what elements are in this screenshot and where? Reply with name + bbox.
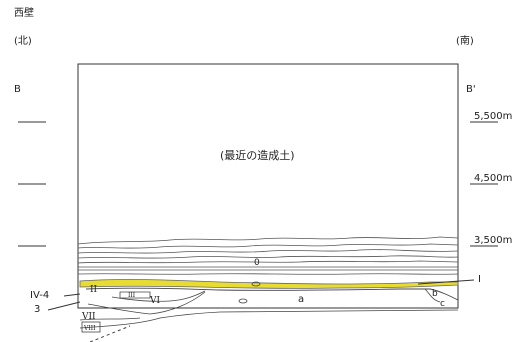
- layer-I-label: I: [478, 274, 481, 285]
- point-b-left: B: [14, 84, 21, 95]
- layer-VIII-label: VIII: [84, 325, 96, 332]
- stratum-line: [77, 243, 459, 249]
- leader-3: [47, 301, 81, 311]
- stone: [238, 298, 248, 304]
- layer-a-label: a: [298, 294, 305, 305]
- layer-III-lens: [119, 291, 151, 299]
- fill-soil-label: (最近の造成土): [220, 149, 295, 162]
- point-b-right: B': [466, 84, 476, 95]
- layer-II-label: II: [90, 285, 98, 295]
- scale-label-3500: 3,500m: [474, 235, 513, 246]
- layer-0-label: 0: [254, 258, 260, 268]
- south-label: (南): [456, 36, 474, 47]
- lower-boundary: [85, 287, 459, 301]
- north-label: (北): [14, 36, 32, 47]
- wall-label: 西壁: [14, 8, 34, 19]
- scale-label-5500: 5,500m: [474, 111, 513, 122]
- scale-label-4500: 4,500m: [474, 173, 513, 184]
- leader-I: [417, 279, 475, 285]
- layer-IV4-label: IV-4: [30, 290, 50, 301]
- layer-VIII-box: [81, 321, 101, 333]
- layer-b-label: b: [432, 289, 438, 299]
- layer-c-label: c: [440, 299, 445, 309]
- bottom-line: [79, 309, 459, 329]
- stratum-line: [77, 273, 459, 275]
- stratum-line: [77, 236, 459, 245]
- stratum-line: [77, 260, 459, 264]
- leader-IV4: [63, 293, 81, 297]
- stratum-line: [77, 255, 459, 259]
- layer-VII-boundary: [79, 317, 141, 321]
- section-frame: [77, 63, 459, 309]
- layer-VI-label: VI: [150, 296, 161, 306]
- layer-VII-label: VII: [82, 312, 96, 322]
- small-nodule: [251, 281, 261, 287]
- lower-cut: [87, 291, 206, 315]
- dashed-extension: [89, 325, 131, 342]
- stratum-line: [77, 249, 459, 254]
- layer-VI-cut: [111, 290, 206, 302]
- layer-3-label: 3: [34, 304, 41, 315]
- layer-III-label: III: [128, 292, 136, 299]
- b-c-boundary: [424, 288, 441, 303]
- layer-I-highlight: [79, 279, 459, 289]
